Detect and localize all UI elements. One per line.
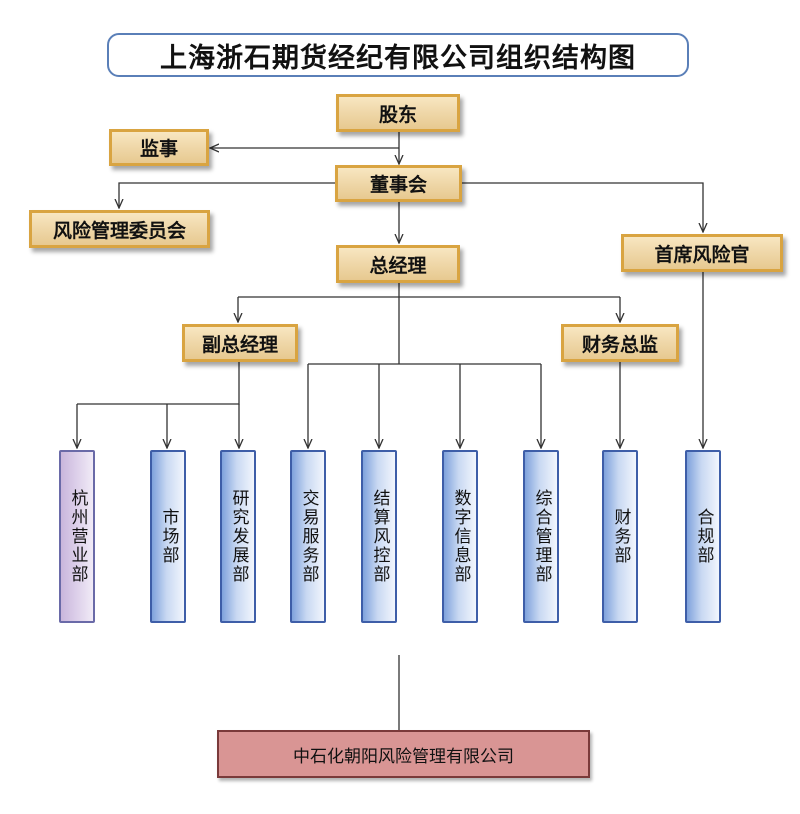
dept-box: 研究发展部 [220, 450, 256, 623]
supervisor-box: 监事 [109, 129, 209, 166]
dept-box: 杭州营业部 [59, 450, 95, 623]
finance-director-box: 财务总监 [561, 324, 679, 362]
dept-box: 综合管理部 [523, 450, 559, 623]
dept-box: 合规部 [685, 450, 721, 623]
dept-box: 财务部 [602, 450, 638, 623]
cro-box: 首席风险官 [621, 234, 783, 272]
shareholders-box: 股东 [336, 94, 460, 132]
dept-box: 交易服务部 [290, 450, 326, 623]
dept-box: 结算风控部 [361, 450, 397, 623]
subsidiary-box: 中石化朝阳风险管理有限公司 [217, 730, 590, 778]
gm-box: 总经理 [336, 245, 460, 283]
dept-box: 市场部 [150, 450, 186, 623]
deputy-gm-box: 副总经理 [182, 324, 298, 362]
dept-box: 数字信息部 [442, 450, 478, 623]
chart-title: 上海浙石期货经纪有限公司组织结构图 [107, 33, 689, 77]
risk-committee-box: 风险管理委员会 [29, 210, 210, 248]
board-box: 董事会 [335, 165, 462, 202]
